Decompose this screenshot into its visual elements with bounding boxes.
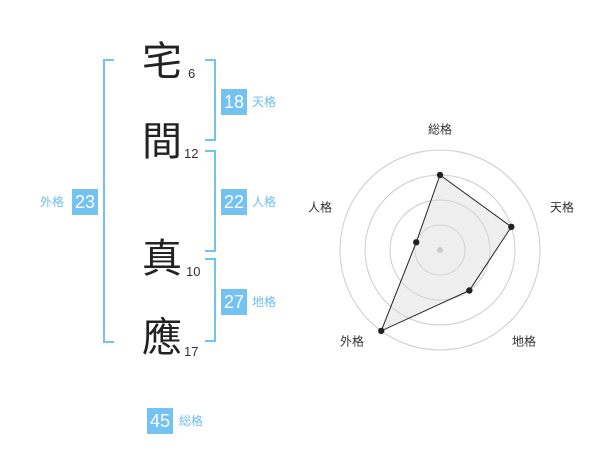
soukaku-value-badge: 45 xyxy=(147,408,173,434)
radar-point xyxy=(378,327,385,335)
stroke-count-2: 12 xyxy=(184,146,199,161)
gaikaku-value-badge: 23 xyxy=(72,189,98,215)
radar-center-dot xyxy=(437,247,443,253)
jinkaku-label: 人格 xyxy=(252,195,277,209)
radar-ring xyxy=(389,199,491,301)
radar-ring xyxy=(414,224,466,276)
radar-axis-label: 総格 xyxy=(428,122,452,137)
radar-ring xyxy=(339,149,541,351)
name-char-2: 間 xyxy=(142,119,182,165)
tenkaku-label: 天格 xyxy=(252,95,277,109)
tenkaku-bracket xyxy=(205,59,216,141)
chikaku-bracket xyxy=(205,258,216,342)
name-char-3: 真 xyxy=(142,236,182,282)
stroke-count-1: 6 xyxy=(188,66,196,81)
radar-point xyxy=(508,223,515,231)
radar-point xyxy=(413,239,420,246)
jinkaku-bracket xyxy=(205,150,216,252)
radar-axis-label: 外格 xyxy=(340,334,364,349)
radar-axis-label: 地格 xyxy=(512,334,536,349)
radar-point xyxy=(466,287,473,294)
soukaku-label: 総格 xyxy=(179,414,204,428)
gaikaku-label: 外格 xyxy=(40,195,65,209)
chikaku-label: 地格 xyxy=(252,295,277,309)
radar-axis-label: 天格 xyxy=(550,200,574,215)
chikaku-value-badge: 27 xyxy=(221,289,247,315)
radar-point xyxy=(436,171,444,179)
stroke-count-3: 10 xyxy=(186,264,201,279)
radar-axis-label: 人格 xyxy=(308,200,332,215)
name-char-1: 宅 xyxy=(142,39,182,85)
name-char-4: 應 xyxy=(142,315,182,361)
gaikaku-bracket xyxy=(103,59,114,343)
radar-area xyxy=(380,174,513,332)
stroke-count-4: 17 xyxy=(184,344,199,359)
tenkaku-value-badge: 18 xyxy=(221,89,247,115)
jinkaku-value-badge: 22 xyxy=(221,189,247,215)
